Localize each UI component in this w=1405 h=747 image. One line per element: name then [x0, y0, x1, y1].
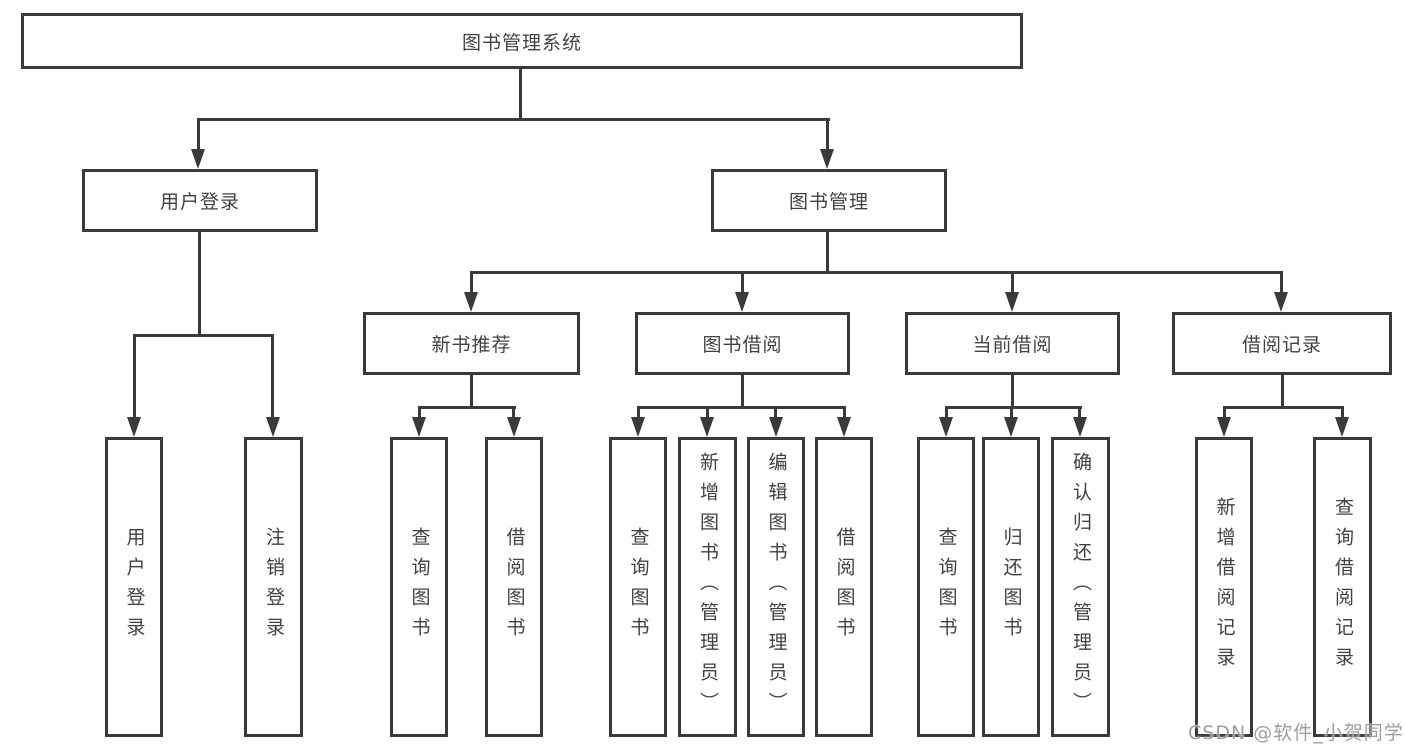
node-label: 图书管理	[788, 191, 869, 213]
arrowhead-query-record	[1335, 417, 1349, 437]
connector-drop-current-borrowing	[1011, 271, 1014, 295]
connector-user-login-stem	[198, 232, 201, 337]
connector-drop-new-book-recommend	[470, 271, 473, 295]
connector-drop-confirm-return	[1078, 406, 1081, 421]
connector-user-login-bus	[133, 334, 274, 337]
node-label: 确认归还（管理员）	[1070, 452, 1092, 722]
connector-drop-borrow-book-a	[512, 406, 515, 421]
arrowhead-current-borrowing	[1005, 292, 1019, 312]
connector-drop-user-login	[197, 118, 200, 152]
node-label: 编辑图书（管理员）	[765, 452, 788, 722]
connector-book-management-stem	[826, 232, 829, 274]
connector-new-book-recommend-stem	[470, 375, 473, 409]
arrowhead-leaf-user-login	[127, 417, 141, 437]
connector-drop-leaf-logout	[271, 334, 274, 421]
node-label: 用户登录	[159, 191, 240, 213]
arrowhead-query-book-b	[631, 417, 645, 437]
leaf-borrow-books-borrowing: 借阅图书	[815, 437, 873, 737]
arrowhead-return-book	[1004, 417, 1018, 437]
arrowhead-confirm-return	[1073, 417, 1087, 437]
connector-drop-leaf-user-login	[133, 334, 136, 421]
connector-new-book-recommend-bus	[418, 406, 516, 409]
connector-borrowing-records-bus	[1223, 406, 1344, 409]
arrowhead-borrow-book-a	[507, 417, 521, 437]
arrowhead-user-login	[191, 149, 205, 169]
node-label: 新增借阅记录	[1213, 497, 1236, 677]
connector-drop-borrowing-records	[1280, 271, 1283, 295]
node-book-borrowing: 图书借阅	[635, 312, 850, 375]
node-label: 查询图书	[408, 527, 431, 647]
connector-root-stem	[519, 69, 522, 120]
arrowhead-query-book-a	[412, 417, 426, 437]
node-label: 图书管理系统	[461, 31, 582, 54]
connector-drop-add-book	[706, 406, 709, 421]
leaf-query-borrow-record: 查询借阅记录	[1313, 437, 1372, 737]
node-label: 查询图书	[935, 527, 958, 647]
node-label: 借阅图书	[833, 527, 856, 647]
arrowhead-new-book-recommend	[464, 292, 478, 312]
node-label: 借阅图书	[503, 527, 526, 647]
arrowhead-book-management	[820, 149, 834, 169]
connector-drop-add-record	[1223, 406, 1226, 421]
arrowhead-borrow-book-b	[837, 417, 851, 437]
connector-drop-query-book-c	[945, 406, 948, 421]
connector-drop-book-borrowing	[741, 271, 744, 295]
node-label: 注销登录	[263, 527, 285, 647]
node-book-management: 图书管理	[711, 169, 947, 232]
node-borrowing-records: 借阅记录	[1172, 312, 1392, 375]
arrowhead-add-book	[700, 417, 714, 437]
node-label: 查询借阅记录	[1332, 497, 1354, 677]
connector-drop-edit-book	[774, 406, 777, 421]
connector-drop-query-record	[1341, 406, 1344, 421]
leaf-query-books-borrowing: 查询图书	[609, 437, 667, 737]
leaf-edit-books-admin: 编辑图书（管理员）	[747, 437, 805, 737]
node-label: 归还图书	[1000, 527, 1023, 647]
leaf-user-login: 用户登录	[105, 437, 163, 737]
connector-drop-borrow-book-b	[843, 406, 846, 421]
arrowhead-add-record	[1217, 417, 1231, 437]
connector-book-borrowing-bus	[637, 406, 846, 409]
connector-current-borrowing-stem	[1011, 375, 1014, 409]
connector-level3-bus	[470, 271, 1283, 274]
node-library-management-system: 图书管理系统	[21, 13, 1023, 69]
leaf-query-books-recommend: 查询图书	[390, 437, 448, 737]
leaf-confirm-return-admin: 确认归还（管理员）	[1051, 437, 1110, 737]
leaf-add-borrow-record: 新增借阅记录	[1195, 437, 1253, 737]
connector-drop-book-management	[826, 118, 829, 152]
node-user-login: 用户登录	[82, 169, 318, 232]
node-label: 新增图书（管理员）	[697, 452, 719, 722]
node-new-book-recommend: 新书推荐	[363, 312, 580, 375]
connector-current-borrowing-bus	[945, 406, 1082, 409]
leaf-logout-login: 注销登录	[244, 437, 303, 737]
connector-level2-bus	[197, 118, 830, 121]
connector-drop-query-book-a	[418, 406, 421, 421]
arrowhead-borrowing-records	[1274, 292, 1288, 312]
leaf-query-books-current: 查询图书	[917, 437, 975, 737]
arrowhead-book-borrowing	[735, 292, 749, 312]
node-label: 当前借阅	[972, 334, 1053, 356]
node-label: 图书借阅	[702, 334, 783, 356]
node-label: 查询图书	[627, 527, 650, 647]
arrowhead-edit-book	[769, 417, 783, 437]
connector-drop-return-book	[1010, 406, 1013, 421]
arrowhead-query-book-c	[939, 417, 953, 437]
connector-borrowing-records-stem	[1281, 375, 1284, 409]
connector-book-borrowing-stem	[741, 375, 744, 409]
leaf-return-books: 归还图书	[982, 437, 1040, 737]
leaf-add-books-admin: 新增图书（管理员）	[678, 437, 737, 737]
connector-drop-query-book-b	[637, 406, 640, 421]
node-label: 新书推荐	[431, 334, 512, 356]
node-label: 借阅记录	[1241, 334, 1322, 356]
leaf-borrow-books-recommend: 借阅图书	[485, 437, 543, 737]
node-label: 用户登录	[123, 527, 146, 647]
node-current-borrowing: 当前借阅	[905, 312, 1120, 375]
arrowhead-leaf-logout	[266, 417, 280, 437]
csdn-watermark: CSDN @软件_小贺同学	[1188, 722, 1404, 744]
